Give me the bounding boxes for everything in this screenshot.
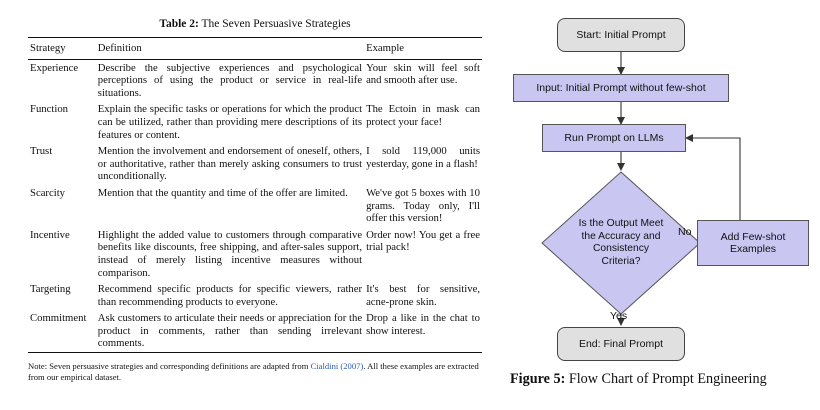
table-row: Trust Mention the involvement and endors… xyxy=(28,143,482,185)
note-suffix: . All these examples are extracted from … xyxy=(28,361,479,383)
table-row: Commitment Ask customers to articulate t… xyxy=(28,310,482,353)
prompt-engineering-flowchart: Start: Initial Prompt Input: Initial Pro… xyxy=(500,0,820,410)
definition-cell: Explain the specific tasks or operations… xyxy=(97,103,363,141)
persuasive-strategies-table-section: Table 2: The Seven Persuasive Strategies… xyxy=(28,18,482,383)
table-row: Experience Describe the subjective exper… xyxy=(28,59,482,101)
run-prompt-node: Run Prompt on LLMs xyxy=(542,124,686,152)
note-prefix: Note: Seven persuasive strategies and co… xyxy=(28,361,309,372)
few-shot-line-2: Examples xyxy=(729,243,777,255)
definition-cell: Highlight the added value to customers t… xyxy=(97,228,363,279)
definition-cell: Mention that the quantity and time of th… xyxy=(97,186,348,199)
edge-label-no: No xyxy=(678,226,692,238)
decision-line-4: Criteria? xyxy=(601,255,641,267)
example-cell: Order now! You get a free trial pack! xyxy=(366,228,480,254)
figure-caption: Figure 5: Flow Chart of Prompt Engineeri… xyxy=(510,371,820,388)
strategy-cell: Trust xyxy=(30,145,53,158)
definition-cell: Mention the involvement and endorsement … xyxy=(97,145,363,183)
edge-fewshot-to-run xyxy=(685,134,741,220)
strategy-cell: Scarcity xyxy=(30,186,66,199)
table-caption-label: Table 2: xyxy=(159,18,199,30)
table-note: Note: Seven persuasive strategies and co… xyxy=(28,361,482,383)
table-caption: Table 2: The Seven Persuasive Strategies xyxy=(28,18,482,30)
figure-caption-text: Flow Chart of Prompt Engineering xyxy=(568,371,767,387)
table-row: Targeting Recommend specific products fo… xyxy=(28,281,482,310)
figure-label: Figure 5: xyxy=(510,371,566,387)
strategies-table: Strategy Definition Example Experience D… xyxy=(28,37,482,353)
decision-node-text: Is the Output Meet the Accuracy and Cons… xyxy=(562,215,680,271)
flowchart-connectors xyxy=(541,52,741,326)
strategy-cell: Function xyxy=(30,103,69,116)
table-header-row: Strategy Definition Example xyxy=(28,37,482,60)
example-cell: Your skin will feel soft and smooth afte… xyxy=(366,61,480,87)
strategy-cell: Commitment xyxy=(30,312,87,325)
example-cell: The Ectoin in mask can protect your face… xyxy=(366,103,480,128)
header-definition: Definition xyxy=(97,42,142,54)
example-cell: It's best for sensitive, acne-prone skin… xyxy=(366,283,480,308)
example-cell: We've got 5 boxes with 10 grams. Today o… xyxy=(366,186,480,225)
table-caption-text: The Seven Persuasive Strategies xyxy=(201,18,351,30)
input-node: Input: Initial Prompt without few-shot xyxy=(513,74,729,102)
definition-cell: Recommend specific products for specific… xyxy=(97,283,363,308)
table-row: Scarcity Mention that the quantity and t… xyxy=(28,185,482,227)
header-strategy: Strategy xyxy=(30,42,66,54)
example-cell: Drop a like in the chat to show interest… xyxy=(366,312,480,337)
strategy-cell: Targeting xyxy=(30,283,71,296)
end-node: End: Final Prompt xyxy=(557,327,685,361)
edge-label-yes: Yes xyxy=(610,310,628,322)
few-shot-line-1: Add Few-shot xyxy=(720,231,786,243)
note-citation-link[interactable]: Cialdini (2007) xyxy=(310,361,364,372)
decision-line-2: the Accuracy and xyxy=(581,230,661,242)
strategy-cell: Experience xyxy=(30,61,79,74)
definition-cell: Describe the subjective experiences and … xyxy=(97,61,363,99)
table-row: Incentive Highlight the added value to c… xyxy=(28,227,482,281)
definition-cell: Ask customers to articulate their needs … xyxy=(97,312,363,350)
table-row: Function Explain the specific tasks or o… xyxy=(28,101,482,143)
start-node: Start: Initial Prompt xyxy=(557,18,685,52)
decision-line-3: Consistency xyxy=(592,243,650,254)
add-few-shot-node: Add Few-shot Examples xyxy=(697,220,809,266)
decision-line-1: Is the Output Meet xyxy=(578,218,664,229)
header-example: Example xyxy=(366,42,405,54)
strategy-cell: Incentive xyxy=(30,228,70,241)
example-cell: I sold 119,000 units yesterday, gone in … xyxy=(366,145,480,170)
